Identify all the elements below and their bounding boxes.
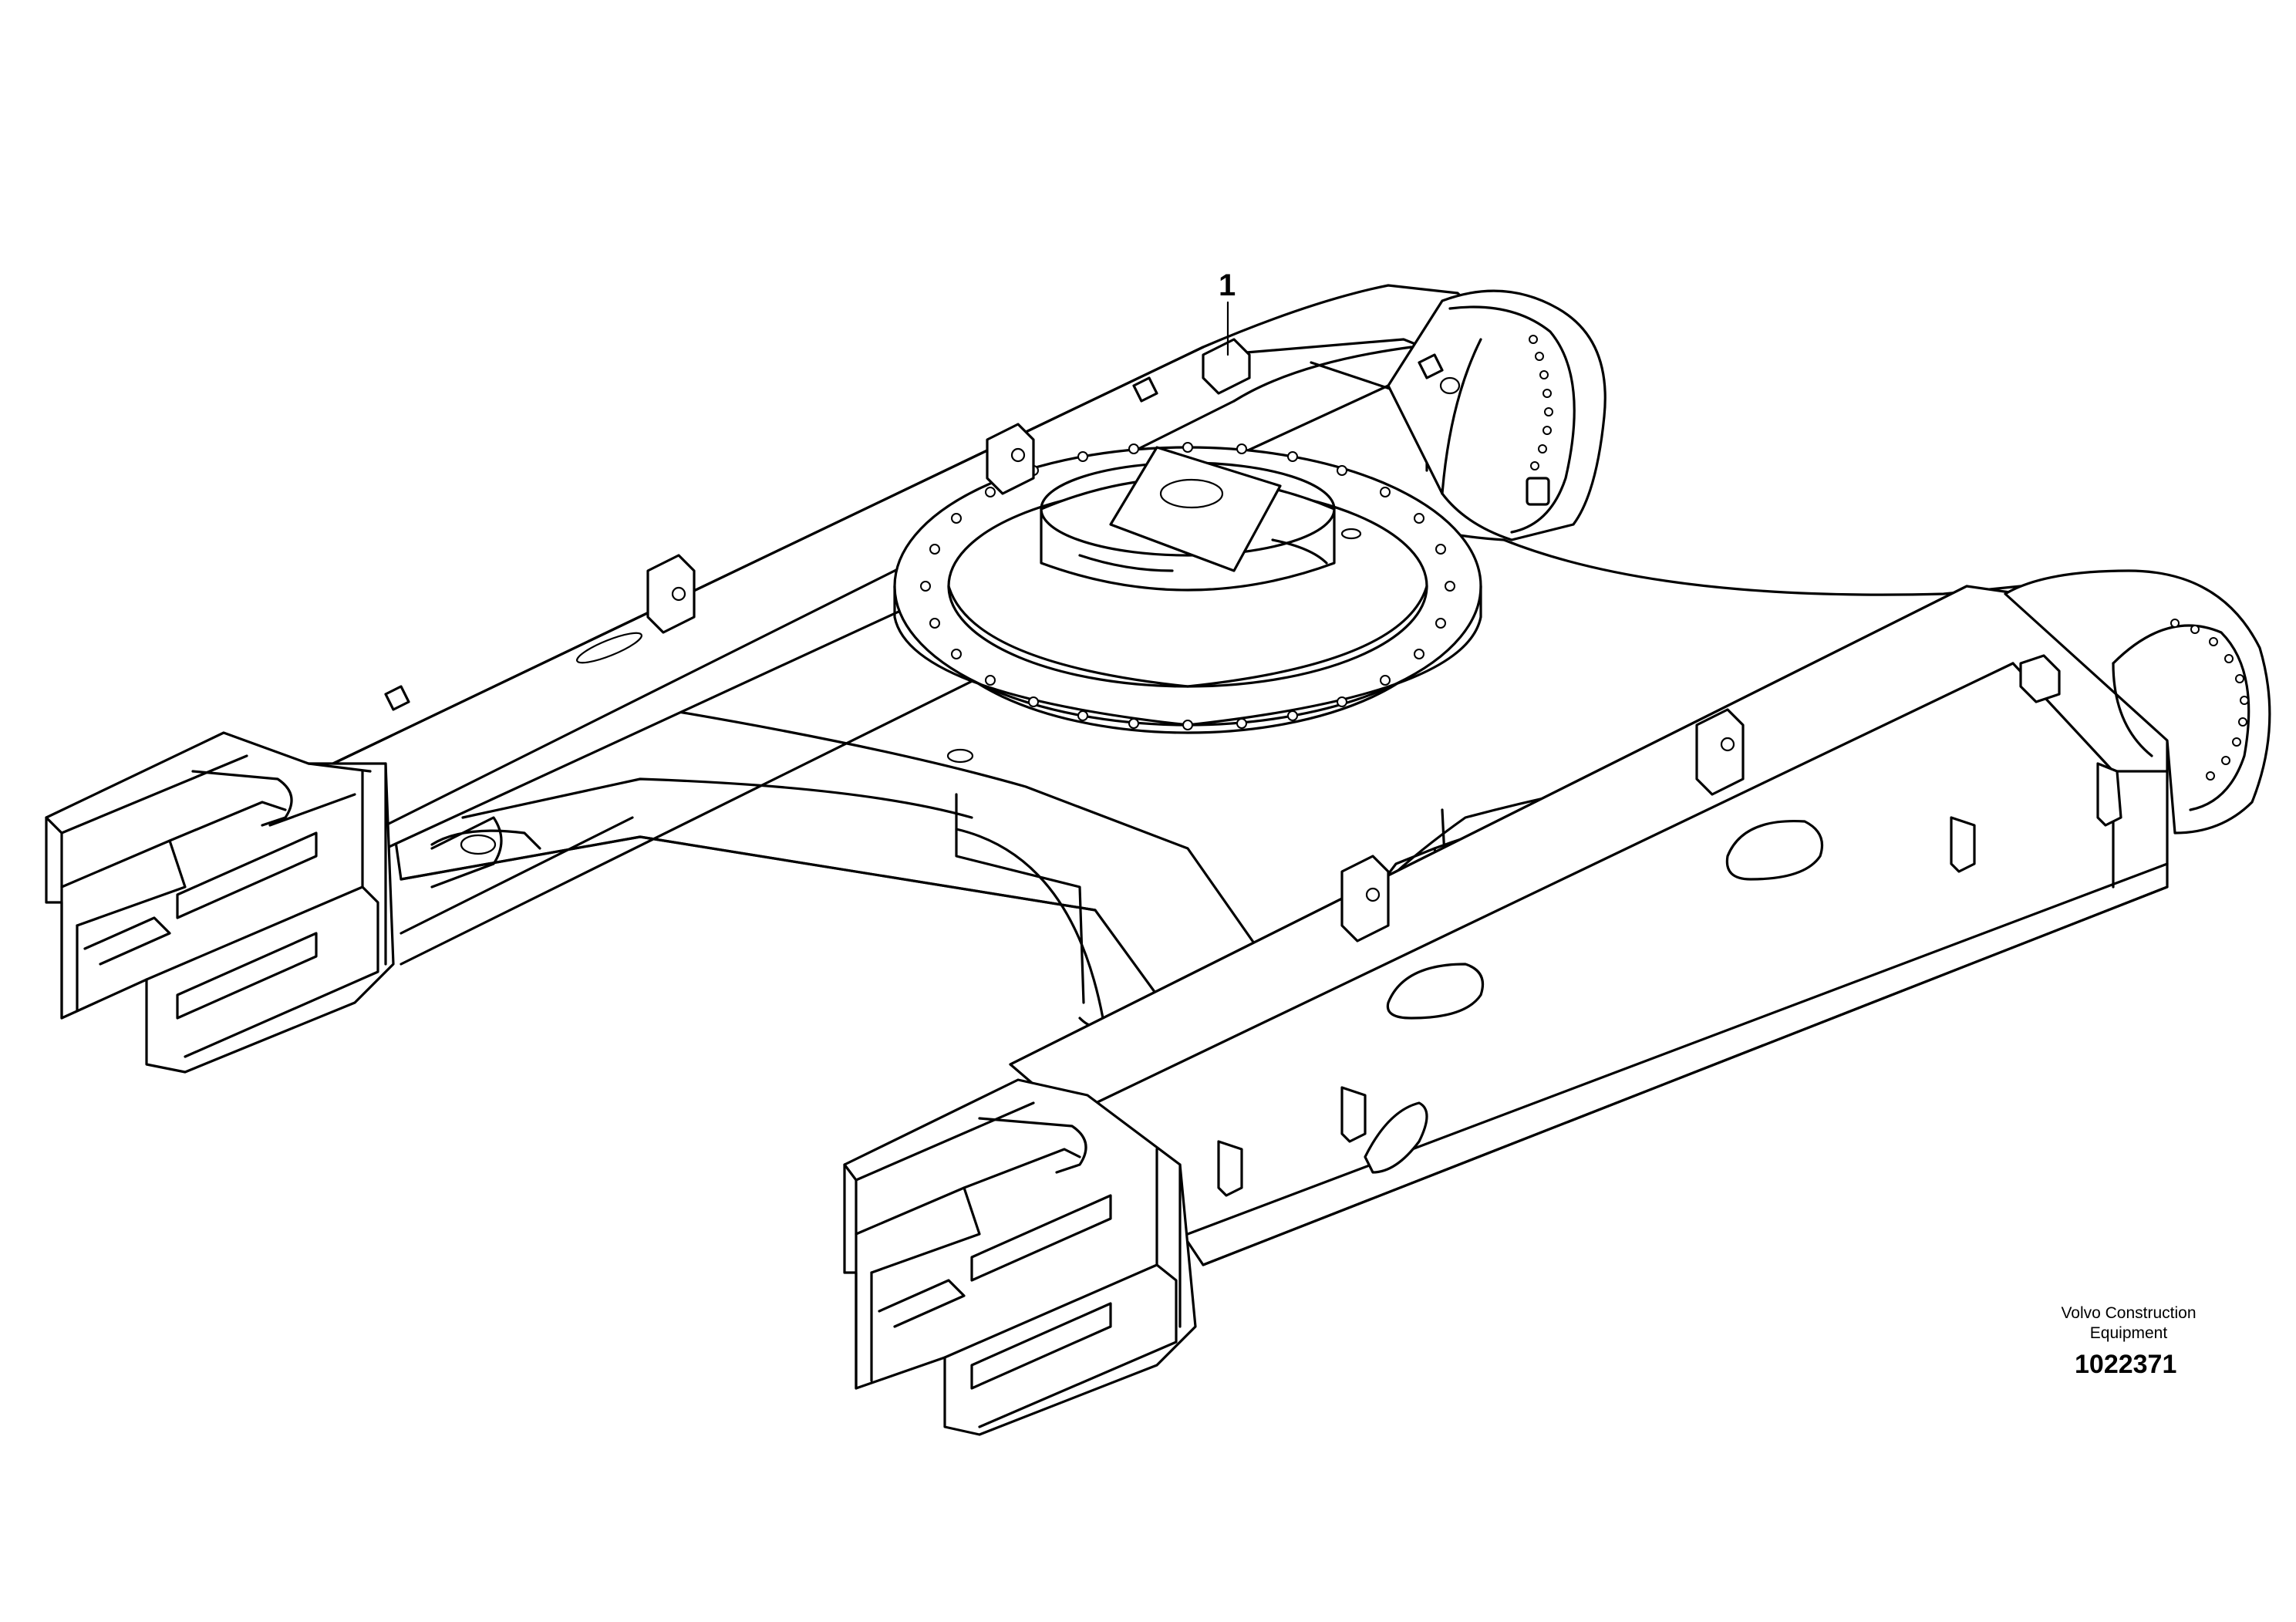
center-joint-bore [1159, 478, 1224, 509]
callout-1: 1 [1219, 268, 1236, 302]
front-frame-slot-left [1386, 963, 1485, 1020]
front-frame-slot-mid [1725, 819, 1824, 881]
brand-line-1: Volvo Construction [2061, 1304, 2197, 1322]
front-yoke-bolt-circle [2170, 619, 2249, 781]
front-frame-slot-lower [1364, 1101, 1428, 1174]
rear-idler-yoke [1387, 289, 1607, 541]
part-number: 1022371 [2075, 1350, 2177, 1379]
frame-center-hole [946, 748, 974, 764]
front-sprocket-bracket [843, 1078, 1197, 1436]
rear-sprocket-bracket [45, 731, 395, 1074]
bearing-bolt-circle [920, 442, 1455, 730]
rear-frame-lug-hole [460, 834, 497, 855]
yoke-bolt-circle [1529, 335, 1553, 470]
guide-lugs [384, 338, 2122, 1197]
rear-frame-slot [576, 632, 642, 664]
brand-line-2: Equipment [2089, 1324, 2168, 1342]
front-idler-yoke [2004, 569, 2271, 835]
front-track-frame [1009, 585, 2169, 1266]
brand-label: Volvo Construction Equipment [2036, 1303, 2221, 1344]
yoke-pin-hole [1439, 376, 1461, 395]
center-joint-housing [1040, 446, 1362, 592]
